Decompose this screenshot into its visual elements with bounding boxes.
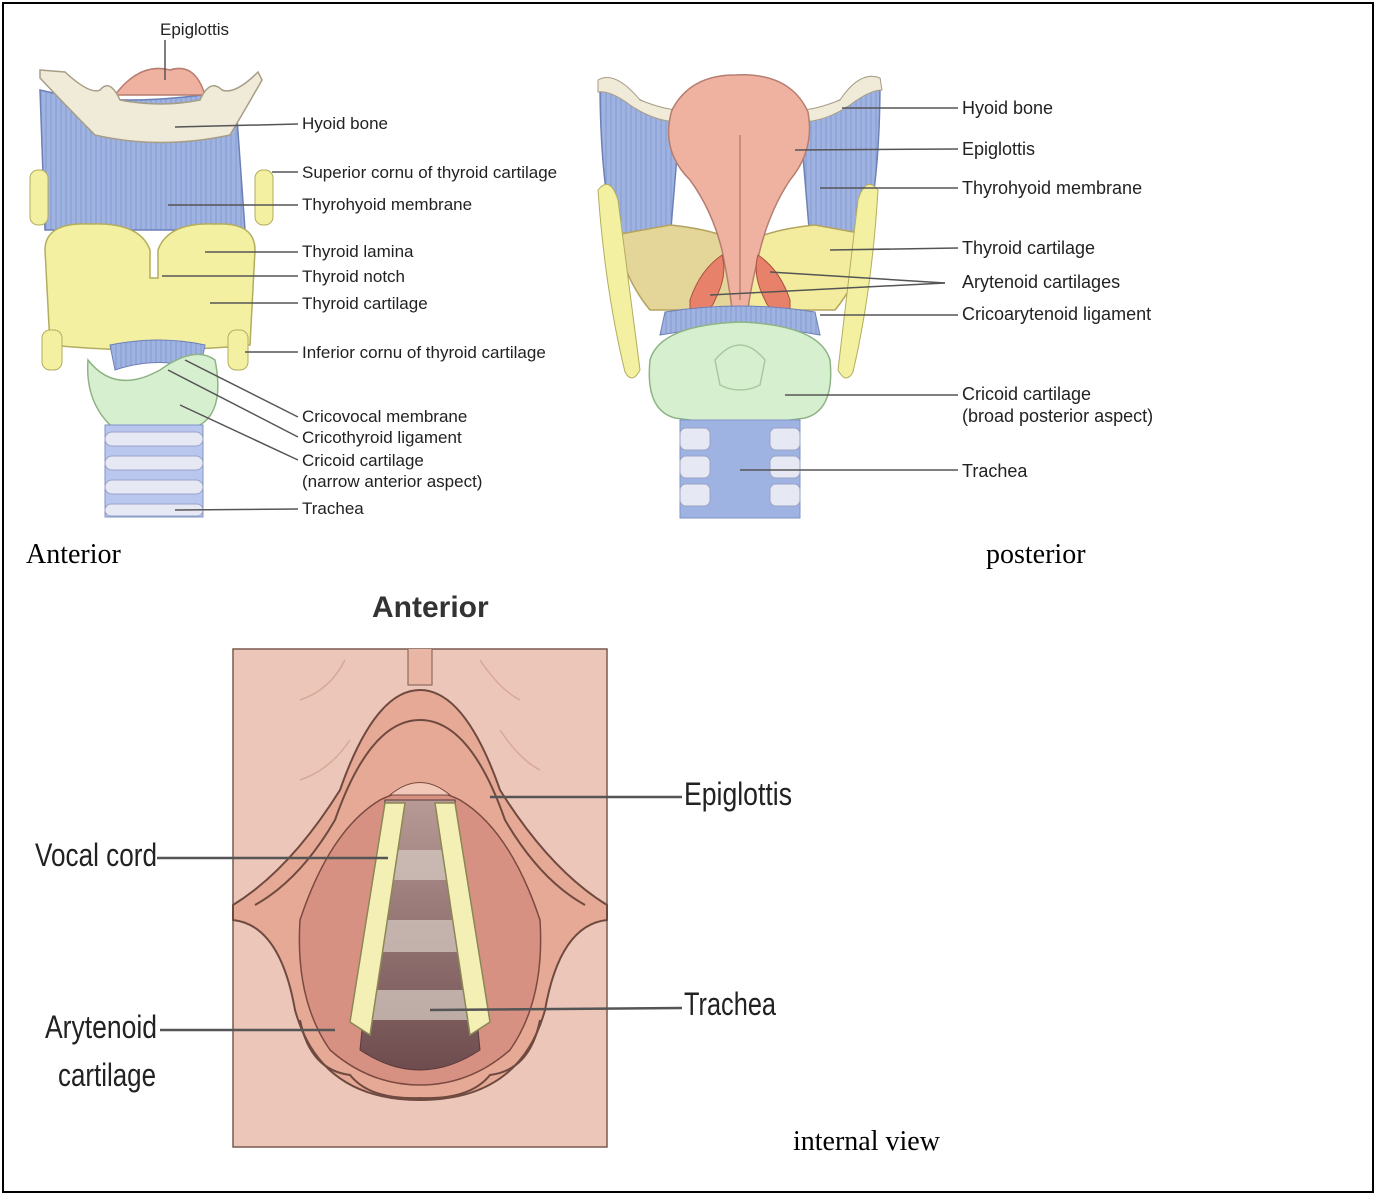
label-ant-cricothyroid-ligament: Cricothyroid ligament	[302, 428, 462, 447]
posterior-larynx-drawing	[598, 75, 958, 518]
label-int-cartilage: cartilage	[58, 1057, 156, 1093]
label-post-thyrohyoid-membrane: Thyrohyoid membrane	[962, 178, 1142, 198]
label-ant-thyrohyoid-membrane: Thyrohyoid membrane	[302, 195, 472, 214]
label-post-cricoid-aspect: (broad posterior aspect)	[962, 406, 1153, 426]
label-post-cricoid-cartilage: Cricoid cartilage	[962, 384, 1091, 404]
label-ant-cricoid-cartilage: Cricoid cartilage	[302, 451, 424, 470]
caption-internal-view: internal view	[793, 1126, 941, 1157]
label-post-cricoarytenoid-ligament: Cricoarytenoid ligament	[962, 304, 1151, 324]
label-int-vocal-cord: Vocal cord	[35, 837, 157, 873]
label-post-trachea: Trachea	[962, 461, 1028, 481]
label-ant-cricoid-aspect: (narrow anterior aspect)	[302, 472, 482, 491]
label-ant-thyroid-cartilage: Thyroid cartilage	[302, 294, 428, 313]
label-ant-thyroid-notch: Thyroid notch	[302, 267, 405, 286]
label-ant-thyroid-lamina: Thyroid lamina	[302, 242, 414, 261]
label-int-epiglottis: Epiglottis	[684, 776, 792, 812]
label-int-arytenoid: Arytenoid	[45, 1009, 157, 1045]
label-post-hyoid-bone: Hyoid bone	[962, 98, 1053, 118]
label-post-arytenoid-cartilages: Arytenoid cartilages	[962, 272, 1120, 292]
label-ant-trachea: Trachea	[302, 499, 364, 518]
label-ant-cricovocal-membrane: Cricovocal membrane	[302, 407, 467, 426]
label-int-trachea: Trachea	[684, 986, 776, 1022]
label-post-epiglottis: Epiglottis	[962, 139, 1035, 159]
anterior-larynx-drawing	[30, 40, 298, 517]
caption-anterior: Anterior	[26, 539, 122, 570]
label-ant-epiglottis: Epiglottis	[160, 20, 229, 39]
caption-posterior: posterior	[986, 539, 1086, 570]
internal-view-heading: Anterior	[372, 591, 489, 624]
label-ant-superior-cornu: Superior cornu of thyroid cartilage	[302, 163, 557, 182]
internal-larynx-drawing	[157, 649, 682, 1147]
label-ant-inferior-cornu: Inferior cornu of thyroid cartilage	[302, 343, 546, 362]
label-ant-hyoid-bone: Hyoid bone	[302, 114, 388, 133]
label-post-thyroid-cartilage: Thyroid cartilage	[962, 238, 1095, 258]
